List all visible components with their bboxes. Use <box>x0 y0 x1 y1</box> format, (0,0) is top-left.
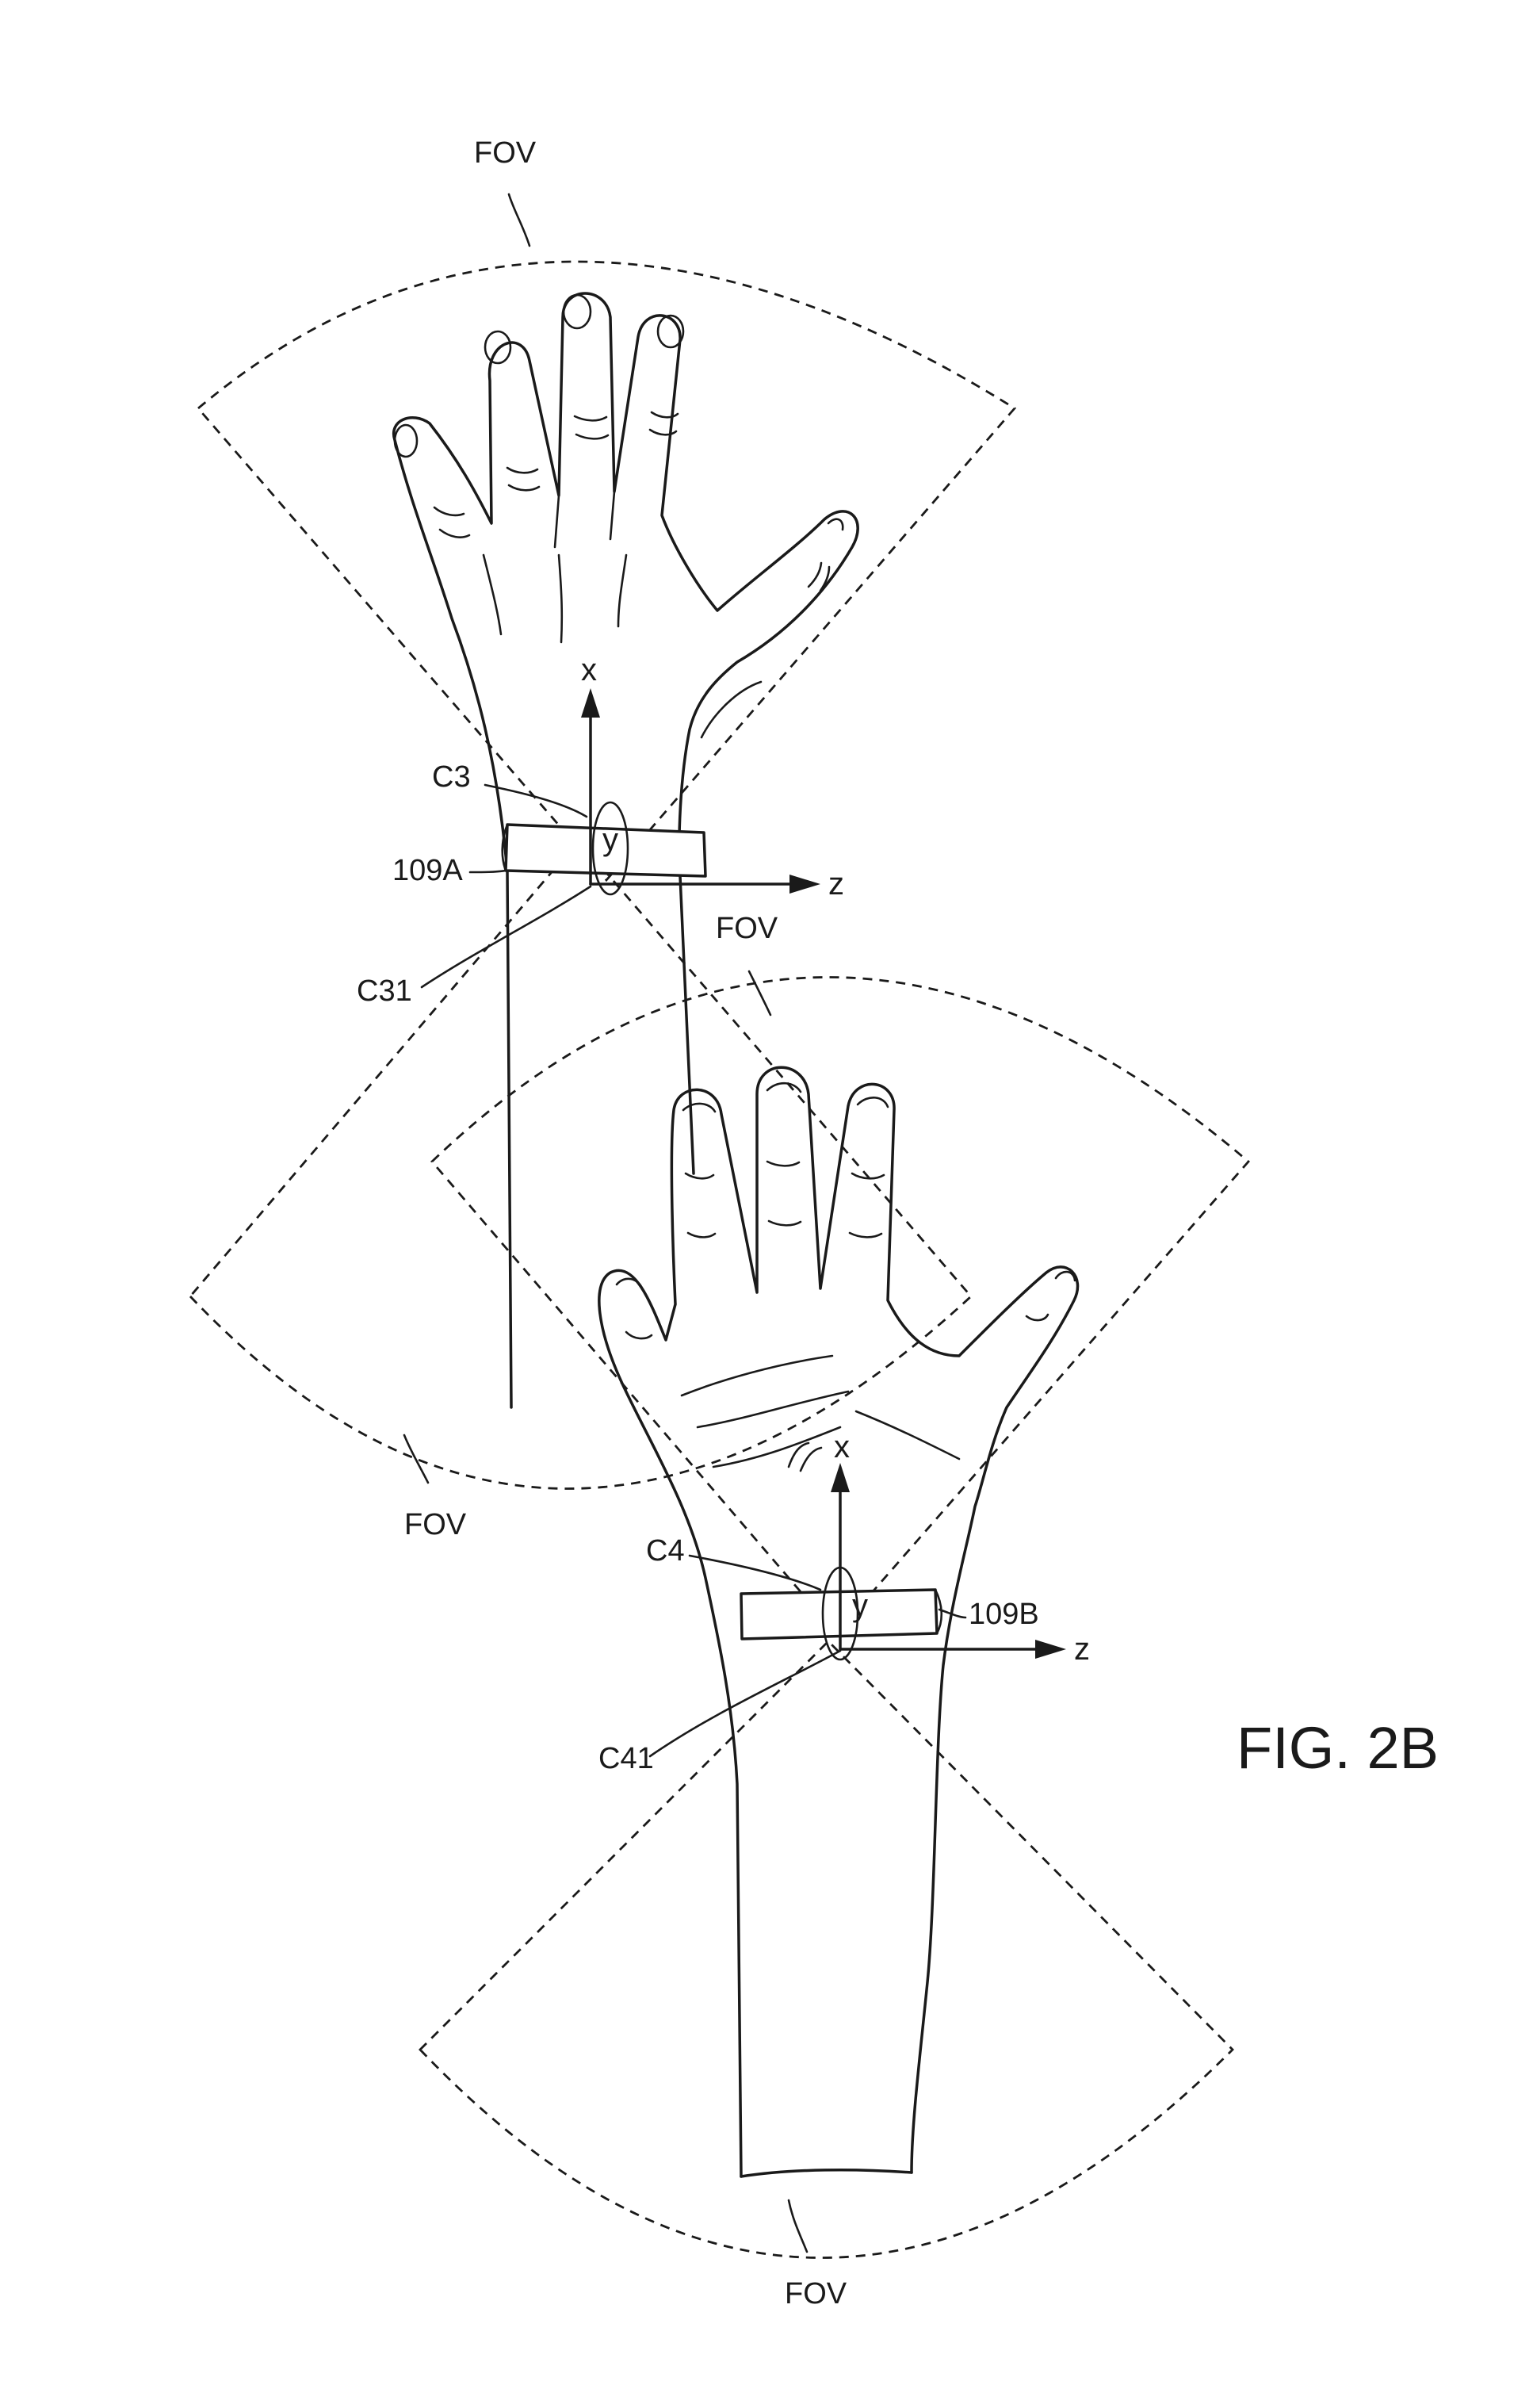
axis-y-top: y <box>602 822 618 857</box>
axes-bottom <box>831 1463 1066 1659</box>
fov-region-bottom <box>419 1640 1234 2259</box>
fov-region-top <box>197 260 1017 882</box>
label-band-a: 109A <box>392 854 463 887</box>
label-c41: C41 <box>598 1742 654 1775</box>
axis-z-bottom: z <box>1074 1632 1090 1667</box>
label-band-b: 109B <box>969 1598 1039 1631</box>
axis-y-bottom: y <box>852 1588 868 1623</box>
label-c4: C4 <box>646 1534 685 1568</box>
leader-lines <box>403 193 967 2253</box>
fov-region-lower-left <box>189 838 973 1490</box>
label-c31: C31 <box>357 974 412 1008</box>
label-c3: C3 <box>432 760 471 794</box>
figure-title: FIG. 2B <box>1237 1715 1439 1781</box>
axis-x-top: x <box>581 653 597 687</box>
top-hand-drawing <box>392 292 859 1409</box>
fov-region-middle <box>430 976 1250 1636</box>
axes-top <box>581 688 820 894</box>
label-fov-middle: FOV <box>716 912 778 945</box>
bottom-hand-drawing <box>598 1066 1080 2178</box>
axis-x-bottom: x <box>834 1430 850 1464</box>
axis-z-top: z <box>828 867 844 902</box>
wristband-109a <box>501 801 707 896</box>
label-fov-bottom: FOV <box>785 2277 847 2310</box>
label-fov-lower-left: FOV <box>404 1508 467 1541</box>
label-fov-top: FOV <box>474 136 537 170</box>
